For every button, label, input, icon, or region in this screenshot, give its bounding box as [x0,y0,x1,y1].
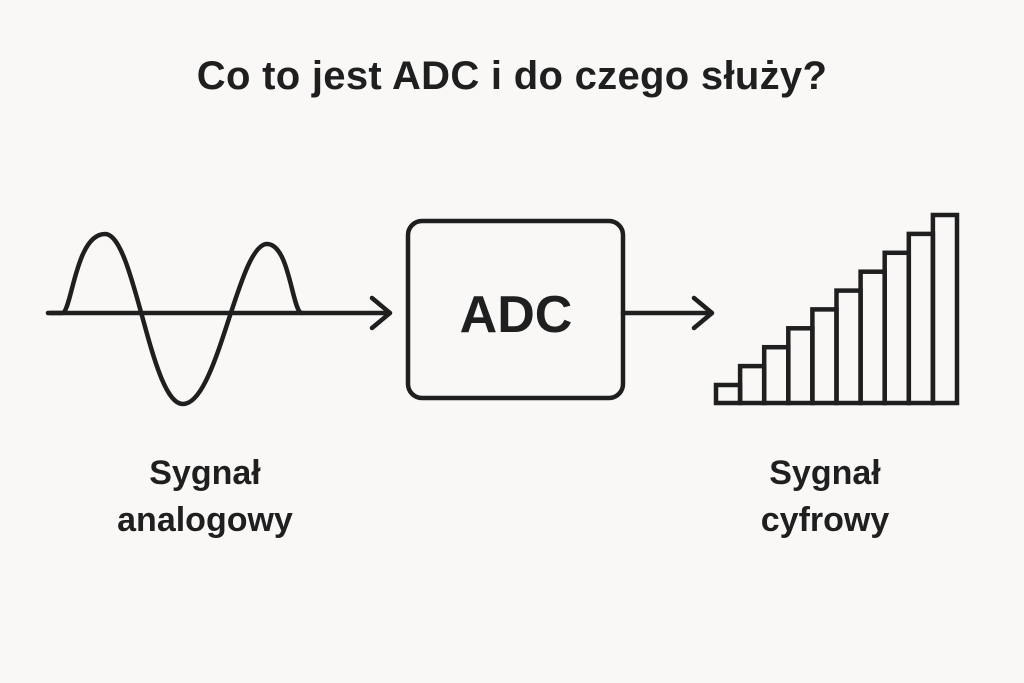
digital-label-line2: cyfrowy [760,501,890,539]
digital-step-bar [786,326,815,406]
digital-step-bar [713,382,743,406]
digital-signal-bars [713,212,960,406]
digital-signal-label: Sygnał cyfrowy [700,450,950,544]
digital-label-line1: Sygnał [769,454,881,492]
adc-label: ADC [460,286,573,344]
digital-step-bar [930,212,960,406]
output-arrow [620,295,715,331]
digital-step-bar [906,231,936,406]
digital-step-bar [761,344,791,406]
digital-step-bar [882,250,912,406]
analog-label-line2: analogowy [117,501,293,539]
digital-step-bar [810,307,839,406]
digital-step-bar [737,363,767,406]
analog-signal-label: Sygnał analogowy [80,450,330,544]
digital-step-bar [858,269,887,406]
input-arrow [45,295,393,331]
digital-step-bar [834,288,863,406]
analog-label-line1: Sygnał [149,454,261,492]
analog-signal-wave [47,231,305,407]
adc-box [405,218,626,401]
page-title: Co to jest ADC i do czego służy? [196,54,828,98]
